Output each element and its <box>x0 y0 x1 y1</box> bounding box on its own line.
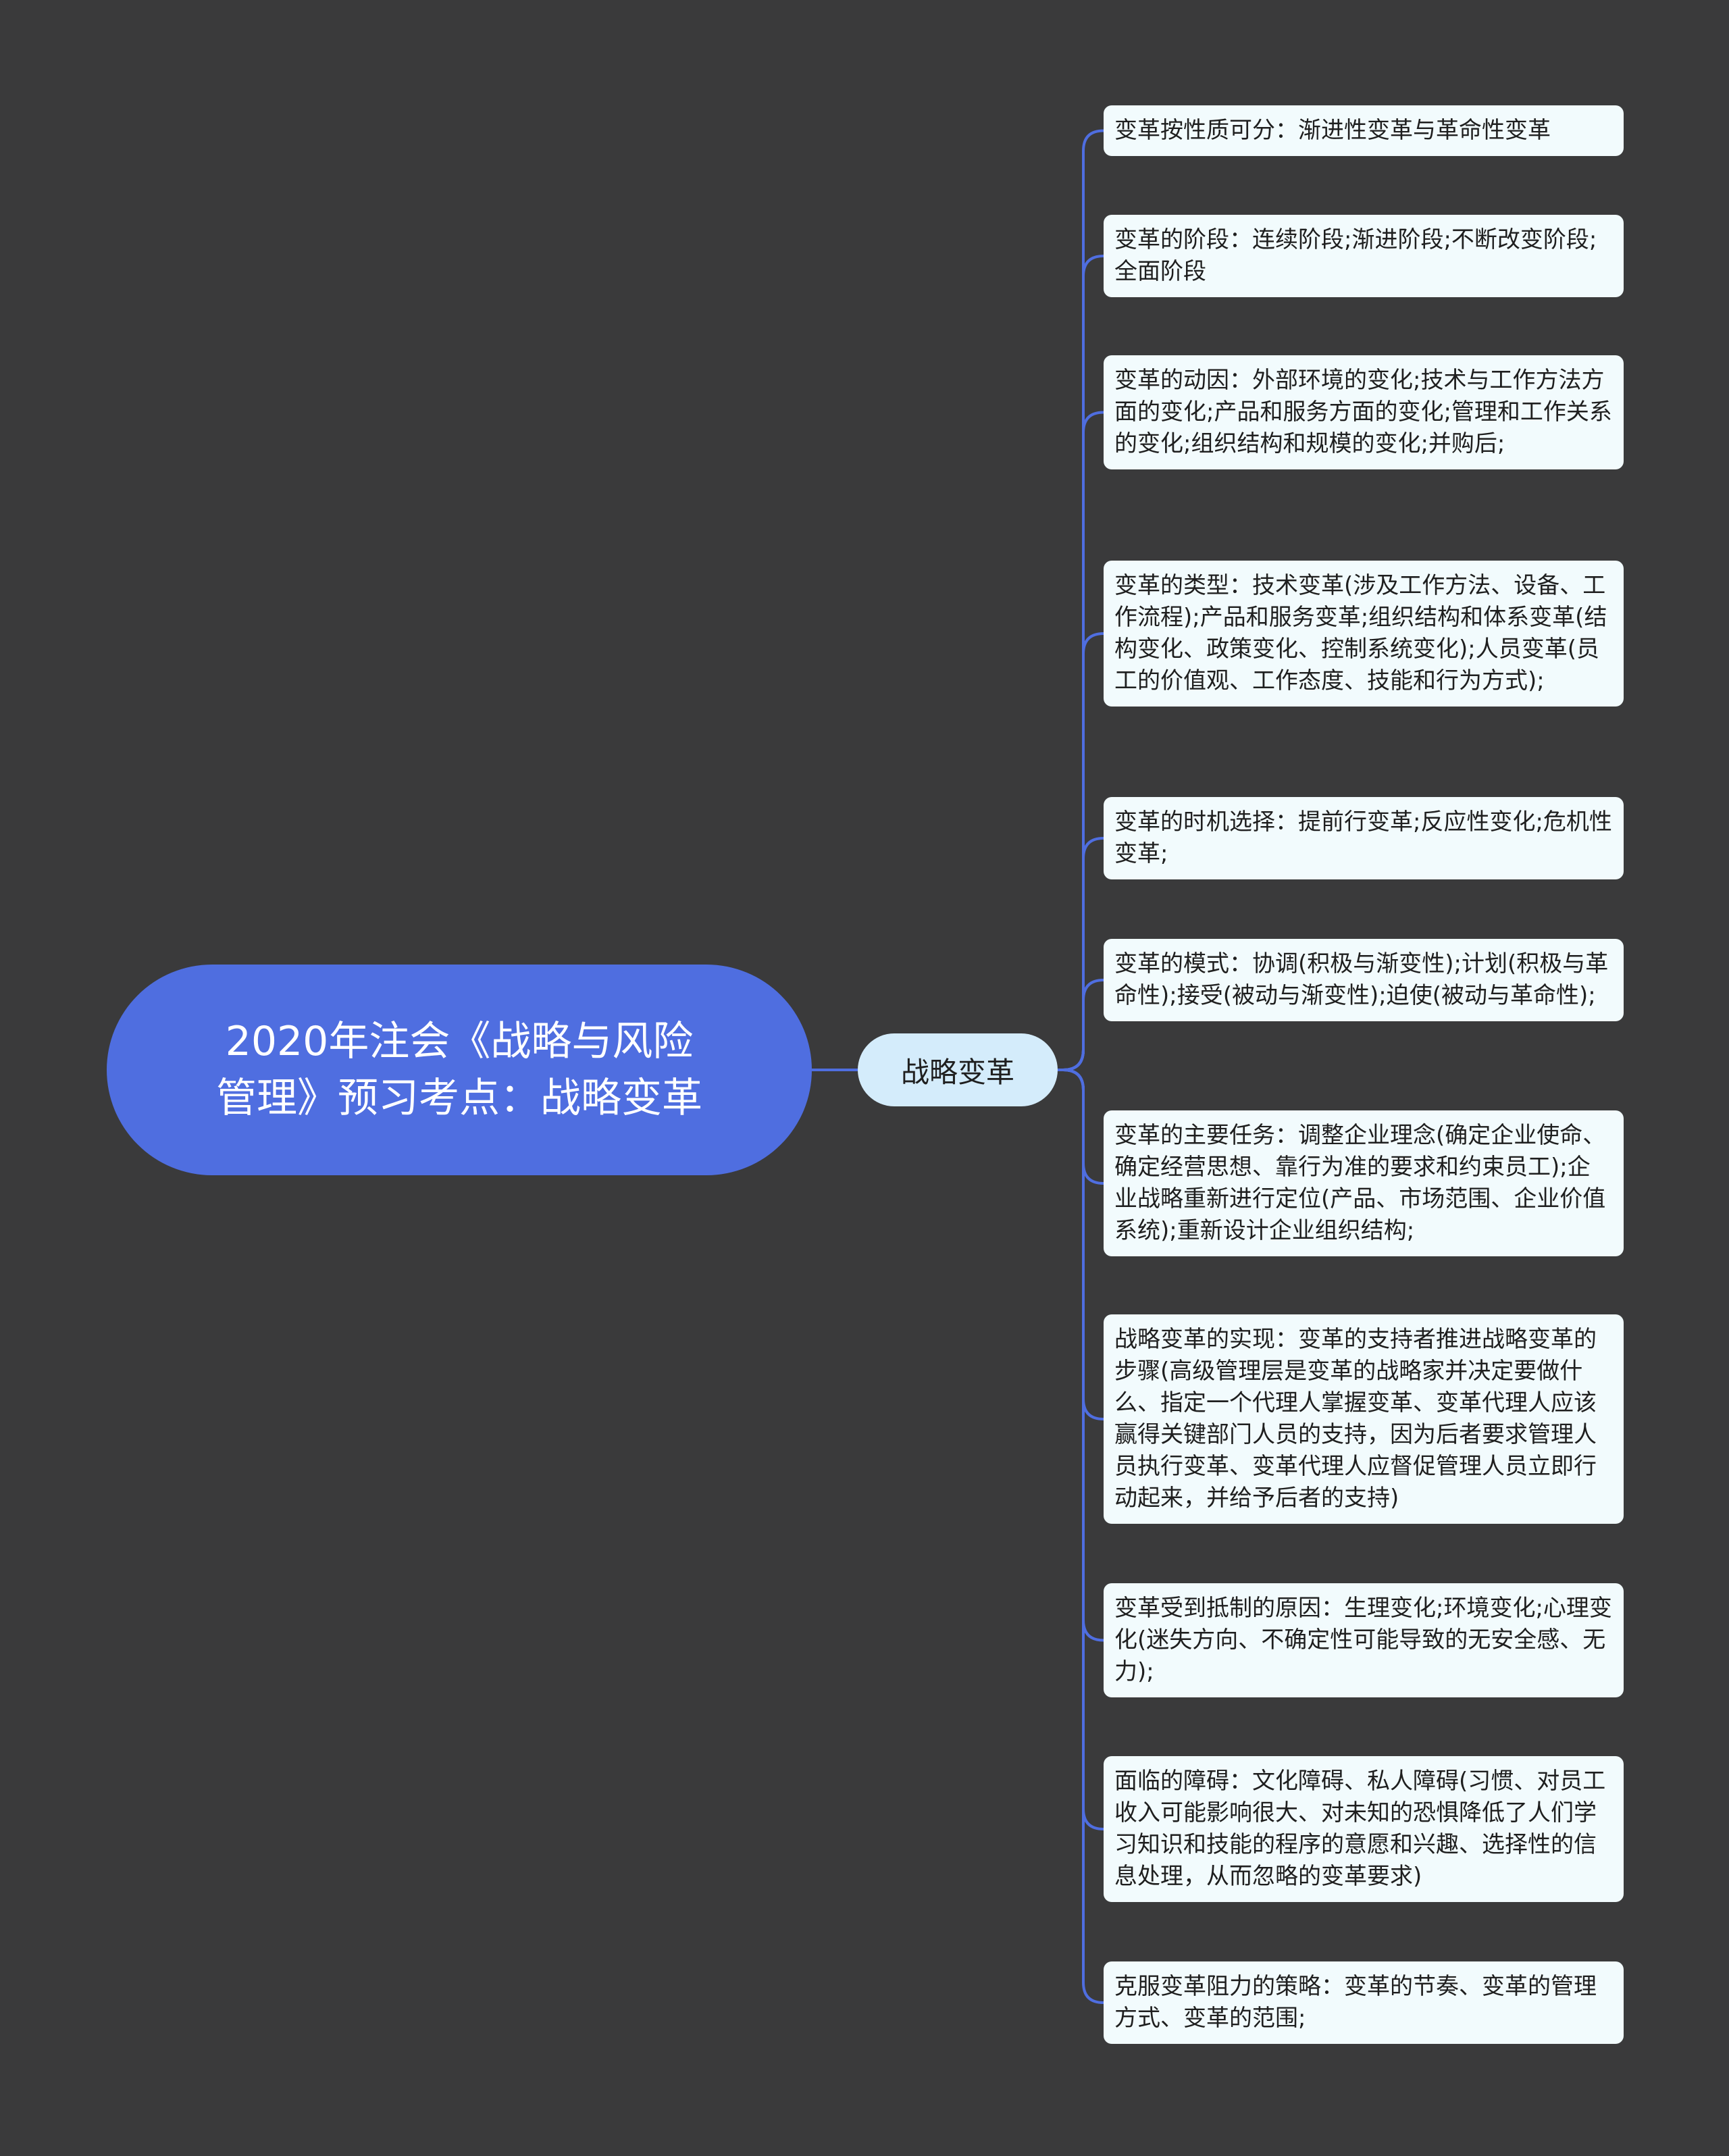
leaf-text: 面临的障碍：文化障碍、私人障碍(习惯、对员工收入可能影响很大、对未知的恐惧降低了… <box>1114 1768 1606 1890</box>
root-node[interactable]: 2020年注会《战略与风险管理》预习考点：战略变革 <box>107 965 812 1175</box>
branch-to-leaf-connector <box>1058 837 1104 1071</box>
leaf-node[interactable]: 变革的时机选择：提前行变革;反应性变化;危机性变革; <box>1104 797 1624 879</box>
leaf-text: 变革的类型：技术变革(涉及工作方法、设备、工作流程);产品和服务变革;组织结构和… <box>1114 572 1607 694</box>
leaf-node[interactable]: 变革的主要任务：调整企业理念(确定企业使命、确定经营思想、靠行为准的要求和约束员… <box>1104 1110 1624 1256</box>
leaf-text: 克服变革阻力的策略：变革的节奏、变革的管理方式、变革的范围; <box>1114 1973 1597 2032</box>
leaf-node[interactable]: 面临的障碍：文化障碍、私人障碍(习惯、对员工收入可能影响很大、对未知的恐惧降低了… <box>1104 1756 1624 1902</box>
leaf-node[interactable]: 战略变革的实现：变革的支持者推进战略变革的步骤(高级管理层是变革的战略家并决定要… <box>1104 1314 1624 1524</box>
branch-to-leaf-connector <box>1058 632 1104 1071</box>
leaf-node[interactable]: 变革的类型：技术变革(涉及工作方法、设备、工作流程);产品和服务变革;组织结构和… <box>1104 561 1624 707</box>
leaf-node[interactable]: 变革的动因：外部环境的变化;技术与工作方法方面的变化;产品和服务方面的变化;管理… <box>1104 355 1624 469</box>
branch-to-leaf-connector <box>1058 1069 1104 1420</box>
leaf-text: 变革按性质可分：渐进性变革与革命性变革 <box>1114 117 1551 144</box>
branch-label: 战略变革 <box>900 1055 1014 1089</box>
leaf-text: 变革受到抵制的原因：生理变化;环境变化;心理变化(迷失方向、不确定性可能导致的无… <box>1114 1595 1612 1685</box>
branch-to-leaf-connector <box>1058 255 1104 1071</box>
branch-node[interactable]: 战略变革 <box>858 1033 1058 1106</box>
branch-to-leaf-connector <box>1058 1069 1104 1185</box>
leaf-text: 变革的时机选择：提前行变革;反应性变化;危机性变革; <box>1114 808 1612 867</box>
leaf-node[interactable]: 变革受到抵制的原因：生理变化;环境变化;心理变化(迷失方向、不确定性可能导致的无… <box>1104 1583 1624 1697</box>
branch-to-leaf-connector <box>1058 129 1104 1071</box>
leaf-text: 变革的动因：外部环境的变化;技术与工作方法方面的变化;产品和服务方面的变化;管理… <box>1114 367 1612 457</box>
leaf-text: 变革的模式：协调(积极与渐变性);计划(积极与革命性);接受(被动与渐变性);迫… <box>1114 950 1609 1009</box>
leaf-text: 战略变革的实现：变革的支持者推进战略变革的步骤(高级管理层是变革的战略家并决定要… <box>1114 1326 1597 1512</box>
leaf-text: 变革的阶段：连续阶段;渐进阶段;不断改变阶段;全面阶段 <box>1114 226 1597 285</box>
root-title: 2020年注会《战略与风险管理》预习考点：战略变革 <box>216 1018 702 1122</box>
branch-to-leaf-connector <box>1058 411 1104 1071</box>
branch-to-leaf-connector <box>1058 1069 1104 2004</box>
leaf-node[interactable]: 变革的模式：协调(积极与渐变性);计划(积极与革命性);接受(被动与渐变性);迫… <box>1104 939 1624 1021</box>
leaf-node[interactable]: 变革按性质可分：渐进性变革与革命性变革 <box>1104 105 1624 156</box>
branch-to-leaf-connector <box>1058 1069 1104 1642</box>
leaf-node[interactable]: 变革的阶段：连续阶段;渐进阶段;不断改变阶段;全面阶段 <box>1104 215 1624 297</box>
leaf-node[interactable]: 克服变革阻力的策略：变革的节奏、变革的管理方式、变革的范围; <box>1104 1961 1624 2044</box>
branch-to-leaf-connector <box>1058 979 1104 1071</box>
leaf-text: 变革的主要任务：调整企业理念(确定企业使命、确定经营思想、靠行为准的要求和约束员… <box>1114 1122 1606 1244</box>
